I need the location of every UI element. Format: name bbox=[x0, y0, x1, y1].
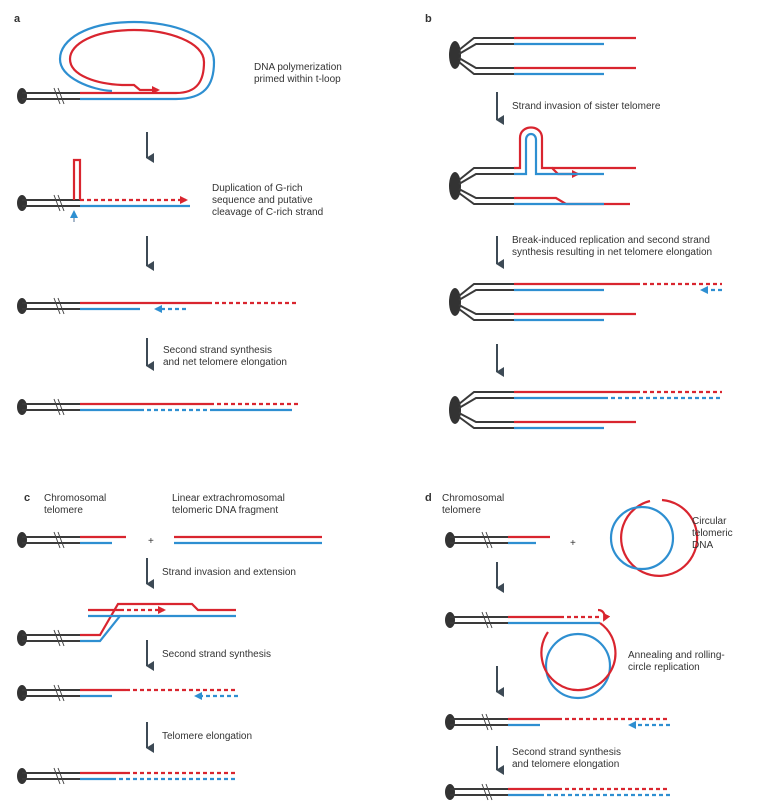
panel-c-letter: c bbox=[24, 492, 30, 504]
d-row3 bbox=[445, 714, 670, 730]
d-plus: + bbox=[570, 538, 576, 549]
d-circle-label-line1: Circular bbox=[692, 516, 727, 527]
d-header-left-line1: Chromosomal bbox=[442, 493, 504, 504]
c-step3-line1: Telomere elongation bbox=[162, 731, 252, 742]
a-row4 bbox=[17, 399, 298, 415]
a-row2 bbox=[17, 160, 190, 222]
c-header-left-line1: Chromosomal bbox=[44, 493, 106, 504]
c-row4 bbox=[17, 768, 238, 784]
panel-d-letter: d bbox=[425, 492, 432, 504]
a-step3-line1: Second strand synthesis bbox=[163, 345, 272, 356]
c-plus: + bbox=[148, 536, 154, 547]
a-step2-line1: Duplication of G-rich bbox=[212, 183, 303, 194]
d-step2-line1: Second strand synthesis bbox=[512, 747, 621, 758]
b-step2-line1: Break-induced replication and second str… bbox=[512, 235, 710, 246]
a-step1-line2: primed within t-loop bbox=[254, 74, 341, 85]
a-step1-line1: DNA polymerization bbox=[254, 62, 342, 73]
b-row3 bbox=[449, 284, 722, 320]
b-row4 bbox=[449, 392, 722, 428]
a-row1-tloop bbox=[17, 22, 214, 104]
c-step2-line1: Second strand synthesis bbox=[162, 649, 271, 660]
c-header-right-line2: telomeric DNA fragment bbox=[172, 505, 278, 516]
panel-b-letter: b bbox=[425, 13, 432, 25]
d-row2 bbox=[445, 610, 615, 698]
panel-a: a DNA polymerization primed within t-loo… bbox=[14, 13, 342, 415]
b-step2-line2: synthesis resulting in net telomere elon… bbox=[512, 247, 712, 258]
panel-a-letter: a bbox=[14, 13, 21, 25]
d-circle-label-line2: telomeric bbox=[692, 528, 733, 539]
c-header-right-line1: Linear extrachromosomal bbox=[172, 493, 285, 504]
c-row2 bbox=[17, 604, 236, 646]
b-step1-line1: Strand invasion of sister telomere bbox=[512, 101, 661, 112]
b-row2 bbox=[449, 128, 636, 205]
a-step3-line2: and net telomere elongation bbox=[163, 357, 287, 368]
c-step1-line1: Strand invasion and extension bbox=[162, 567, 296, 578]
panel-b: b Strand invasion of sister telomere bbox=[425, 13, 722, 428]
a-step2-line2: sequence and putative bbox=[212, 195, 313, 206]
c-header-left-line2: telomere bbox=[44, 505, 83, 516]
b-row1 bbox=[449, 38, 636, 74]
panel-d: d Chromosomal telomere + Circular telome… bbox=[425, 492, 733, 800]
c-row1 bbox=[17, 532, 322, 548]
d-header-left-line2: telomere bbox=[442, 505, 481, 516]
a-row3 bbox=[17, 298, 298, 314]
d-step1-line2: circle replication bbox=[628, 662, 700, 673]
d-step2-line2: and telomere elongation bbox=[512, 759, 619, 770]
d-row4 bbox=[445, 784, 670, 800]
panel-c: c Chromosomal telomere Linear extrachrom… bbox=[17, 492, 322, 784]
d-circle-label-line3: DNA bbox=[692, 540, 713, 551]
a-step2-line3: cleavage of C-rich strand bbox=[212, 207, 323, 218]
d-step1-line1: Annealing and rolling- bbox=[628, 650, 725, 661]
c-row3 bbox=[17, 685, 238, 701]
